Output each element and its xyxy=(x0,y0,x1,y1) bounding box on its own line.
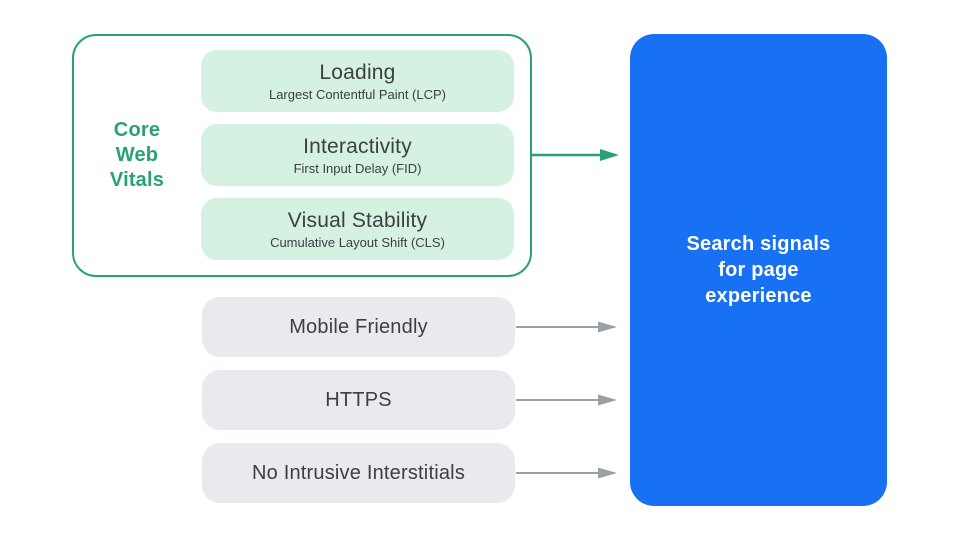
metric-pill-loading: Loading Largest Contentful Paint (LCP) xyxy=(201,50,514,112)
metric-pill-visual-stability: Visual Stability Cumulative Layout Shift… xyxy=(201,198,514,260)
signal-pill-mobile-friendly: Mobile Friendly xyxy=(202,297,515,357)
signal-pill-https: HTTPS xyxy=(202,370,515,430)
core-web-vitals-group: Core Web Vitals Loading Largest Contentf… xyxy=(72,34,532,277)
core-web-vitals-label: Core Web Vitals xyxy=(109,119,165,191)
metric-title-interactivity: Interactivity xyxy=(303,134,412,158)
search-signals-result-box: Search signals for page experience xyxy=(630,34,887,506)
metric-subtitle-cls: Cumulative Layout Shift (CLS) xyxy=(270,234,445,250)
metric-pill-interactivity: Interactivity First Input Delay (FID) xyxy=(201,124,514,186)
signal-pill-no-intrusive-interstitials: No Intrusive Interstitials xyxy=(202,443,515,503)
metric-subtitle-fid: First Input Delay (FID) xyxy=(293,160,422,176)
arrow-mobile-friendly-icon xyxy=(516,321,617,333)
arrow-no-intrusive-interstitials-icon xyxy=(516,467,617,479)
metric-title-visual-stability: Visual Stability xyxy=(287,208,428,232)
arrow-core-web-vitals-icon xyxy=(530,149,619,161)
metric-title-loading: Loading xyxy=(319,60,396,84)
metric-subtitle-lcp: Largest Contentful Paint (LCP) xyxy=(268,86,447,102)
arrow-https-icon xyxy=(516,394,617,406)
